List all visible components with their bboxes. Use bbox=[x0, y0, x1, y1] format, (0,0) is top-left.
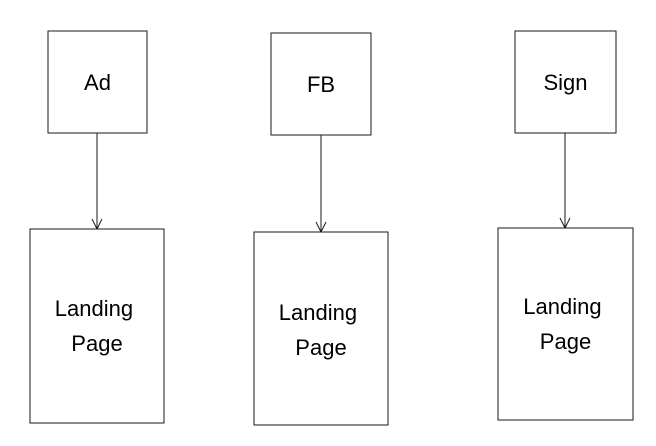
landing-page-box-ad bbox=[29, 228, 165, 424]
source-box-fb bbox=[270, 32, 372, 136]
source-label-ad: Ad bbox=[84, 70, 111, 95]
landing-page-label-fb: Landing Page bbox=[279, 300, 363, 360]
landing-page-label-sign: Landing Page bbox=[523, 294, 607, 354]
landing-page-label-ad: Landing Page bbox=[55, 296, 139, 356]
landing-page-box-sign bbox=[497, 227, 634, 421]
landing-page-box-fb bbox=[253, 231, 389, 426]
source-label-sign: Sign bbox=[543, 70, 587, 95]
flow-column-fb: FB Landing Page bbox=[253, 32, 389, 426]
flow-column-sign: Sign Landing Page bbox=[497, 30, 634, 421]
landing-page-label-line1-fb: Landing bbox=[279, 300, 357, 325]
flow-column-ad: Ad Landing Page bbox=[29, 30, 165, 424]
landing-page-label-line1-ad: Landing bbox=[55, 296, 133, 321]
landing-page-label-line2-sign: Page bbox=[540, 329, 591, 354]
landing-page-label-line2-ad: Page bbox=[71, 331, 122, 356]
source-box-ad bbox=[47, 30, 148, 134]
source-label-fb: FB bbox=[307, 72, 335, 97]
landing-page-label-line2-fb: Page bbox=[295, 335, 346, 360]
landing-page-label-line1-sign: Landing bbox=[523, 294, 601, 319]
